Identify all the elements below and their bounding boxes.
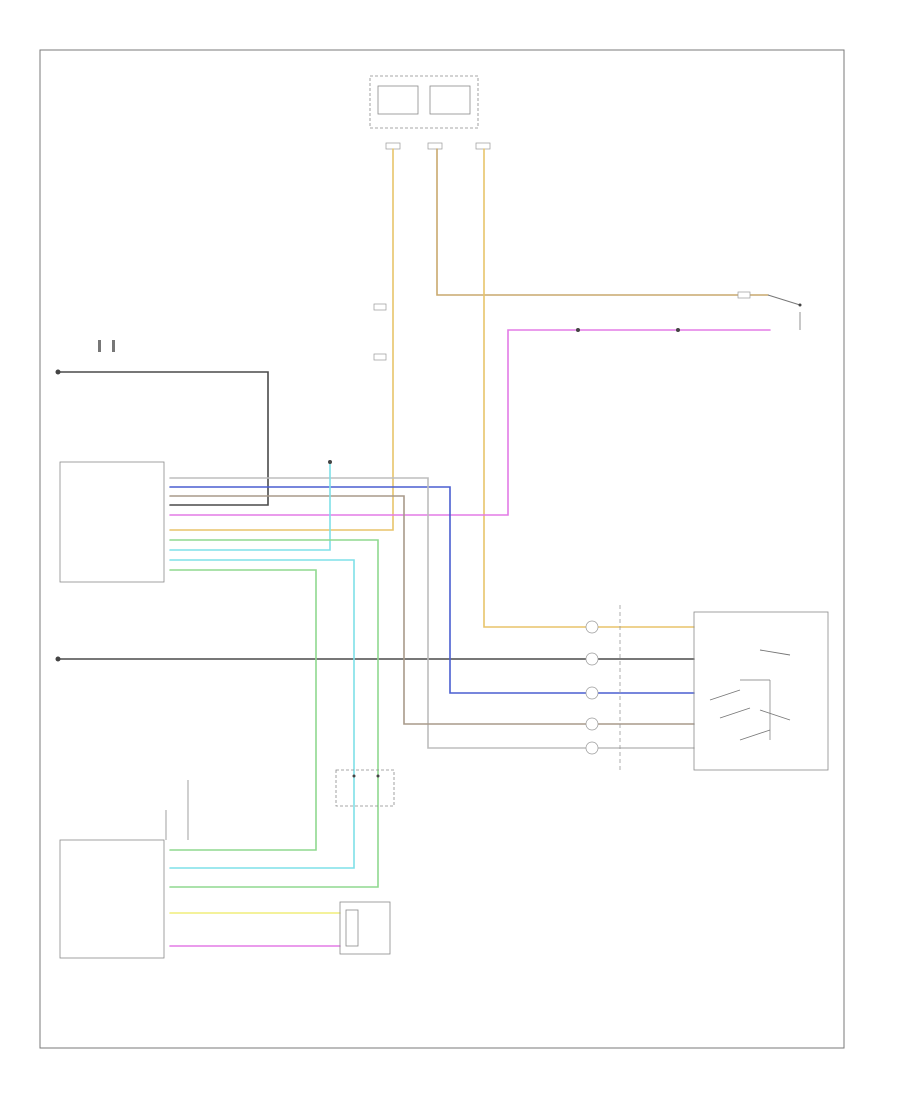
splice-bottom xyxy=(335,769,395,807)
wire-tan-switch-feed xyxy=(483,148,695,628)
clock-spring-group xyxy=(373,303,387,361)
cruise-switch-box xyxy=(693,611,829,771)
fuse-1 xyxy=(377,85,419,115)
ground-top-terminal-a xyxy=(98,340,101,352)
brake-switch-contact xyxy=(767,294,801,306)
wire-tan-brake-feed xyxy=(436,148,769,296)
wire-blue-setcoast xyxy=(169,486,695,694)
vss-box xyxy=(339,901,391,955)
ground-mid xyxy=(55,656,61,662)
brake-switch-group xyxy=(576,291,802,332)
fuse-block-outline xyxy=(369,75,479,129)
pcm-box xyxy=(59,839,165,959)
brake-release-node xyxy=(676,328,680,332)
wire-cyan-brake-pcm xyxy=(169,559,355,869)
wire-cyan-vss xyxy=(169,461,331,551)
clutch-switch-node xyxy=(576,328,580,332)
clock-spring-connector xyxy=(585,605,621,770)
splice-center xyxy=(328,460,332,464)
fuse-block-connectors xyxy=(385,142,491,150)
wire-green-vss-out xyxy=(169,569,317,851)
cruise-control-module xyxy=(59,461,165,583)
wire-brown-resume xyxy=(169,495,695,725)
ground-top-terminal-b xyxy=(112,340,115,352)
wire-gray-onoff xyxy=(169,477,695,749)
wire-green-release xyxy=(169,539,379,888)
wire-pink-brake xyxy=(169,329,771,516)
wire-yellow-ign xyxy=(169,148,394,531)
fuse-2 xyxy=(429,85,471,115)
diagram-frame xyxy=(39,49,845,1049)
cruise-module-box xyxy=(59,461,165,583)
ground-top xyxy=(55,340,115,375)
ground-top-node xyxy=(55,369,61,375)
wires xyxy=(59,148,771,947)
ground-mid-node xyxy=(55,656,61,662)
cruise-control-switch xyxy=(693,611,829,771)
wire-black-ground-top xyxy=(59,371,269,506)
fuse-block xyxy=(369,75,491,150)
vehicle-speed-sensor xyxy=(339,901,391,955)
pcm-module xyxy=(59,780,189,959)
